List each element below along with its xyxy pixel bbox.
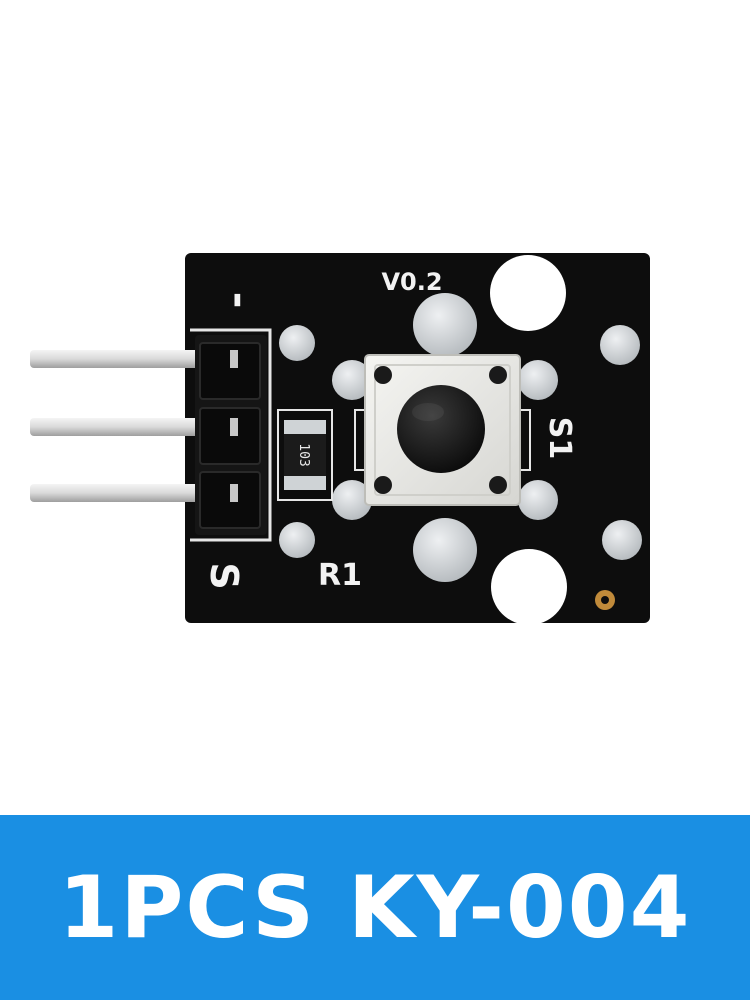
banner-title: 1PCS KY-004 xyxy=(58,857,692,958)
tactile-switch xyxy=(364,354,521,506)
solder-pads xyxy=(279,293,642,610)
resistor-r1: 103 xyxy=(277,409,333,501)
pin-label-signal: S xyxy=(202,562,246,589)
version-label: V0.2 xyxy=(381,268,442,296)
product-photo: 103 V0.2 - S R1 S1 xyxy=(30,253,650,625)
resistor-label: R1 xyxy=(318,558,362,593)
product-banner: 1PCS KY-004 xyxy=(0,815,750,1000)
pcb-module-illustration: 103 V0.2 - S R1 S1 xyxy=(30,253,650,625)
header-silkscreen xyxy=(190,328,272,542)
header-pins xyxy=(30,350,230,502)
mounting-hole-top xyxy=(490,255,566,331)
button-cap xyxy=(397,385,485,473)
resistor-code: 103 xyxy=(296,443,311,466)
pin-label-minus: - xyxy=(216,292,262,309)
header-housing xyxy=(195,335,267,535)
mounting-hole-bottom xyxy=(491,549,567,625)
switch-label: S1 xyxy=(542,417,577,459)
